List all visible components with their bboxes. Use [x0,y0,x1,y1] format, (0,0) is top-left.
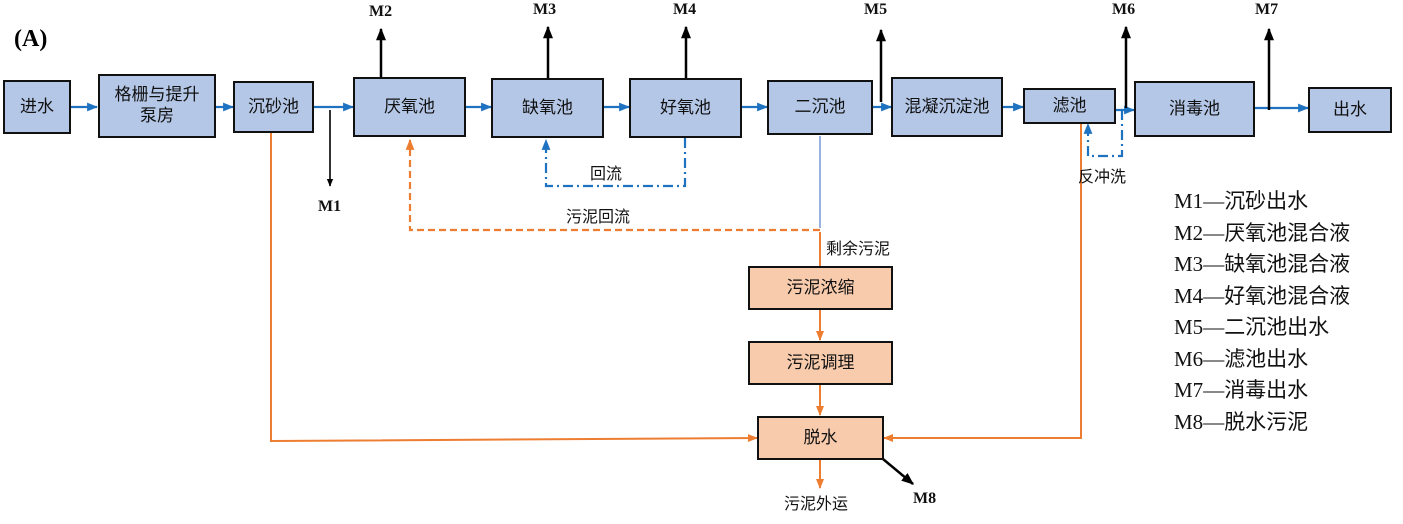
sludge-return-label: 污泥回流 [566,207,631,226]
m8-label: M8 [913,490,937,507]
legend-item: M8—脱水污泥 [1174,409,1309,434]
figure-label: (A) [14,26,48,52]
water-flow-arrows [71,102,1310,115]
legend-item: M6—滤池出水 [1174,346,1309,371]
anoxic-tank-box: 缺氧池 [491,78,604,138]
inlet-box: 进水 [3,80,71,134]
m5-label: M5 [864,1,888,18]
internal-reflux-line [541,138,687,188]
legend-item: M5—二沉池出水 [1174,315,1330,339]
m8-arrow [882,458,914,485]
screen-pump-box: 格栅与提升泵房 [98,74,216,138]
excess-sludge-label: 剩余污泥 [826,239,891,258]
m4-label: M4 [673,1,697,18]
sludge-conditioning-box: 污泥调理 [748,341,893,385]
backwash-label: 反冲洗 [1078,167,1127,186]
coagulation-sedimentation-box: 混凝沉淀池 [891,77,1003,137]
grit-chamber-box: 沉砂池 [233,81,314,133]
grit-to-dewater-line [270,133,758,443]
legend-item: M1—沉砂出水 [1174,189,1309,213]
internal-reflux-label: 回流 [590,164,623,183]
backwash-line [1083,110,1124,158]
m2-label: M2 [369,3,393,20]
sludge-thickening-box: 污泥浓缩 [748,266,893,310]
legend-item: M4—好氧池混合液 [1174,283,1351,308]
legend-item: M7—消毒出水 [1174,378,1309,402]
m3-label: M3 [533,1,557,18]
disinfection-tank-box: 消毒池 [1134,81,1255,137]
legend-item: M2—厌氧池混合液 [1174,220,1351,245]
legend: M1—沉砂出水 M2—厌氧池混合液 M3—缺氧池混合液 M4—好氧池混合液 M5… [1174,186,1350,438]
m7-label: M7 [1255,1,1279,18]
outlet-box: 出水 [1308,87,1392,133]
anaerobic-tank-box: 厌氧池 [353,77,466,137]
m1-label: M1 [318,198,342,215]
dewatering-box: 脱水 [757,416,884,460]
sludge-return-line [405,138,820,232]
legend-item: M3—缺氧池混合液 [1174,252,1351,276]
filter-to-dewater-line [883,124,1082,442]
aerobic-tank-box: 好氧池 [629,78,742,138]
filter-box: 滤池 [1023,88,1116,124]
secondary-clarifier-box: 二沉池 [767,80,873,135]
m6-label: M6 [1112,1,1136,18]
sludge-out-label: 污泥外运 [784,494,849,513]
